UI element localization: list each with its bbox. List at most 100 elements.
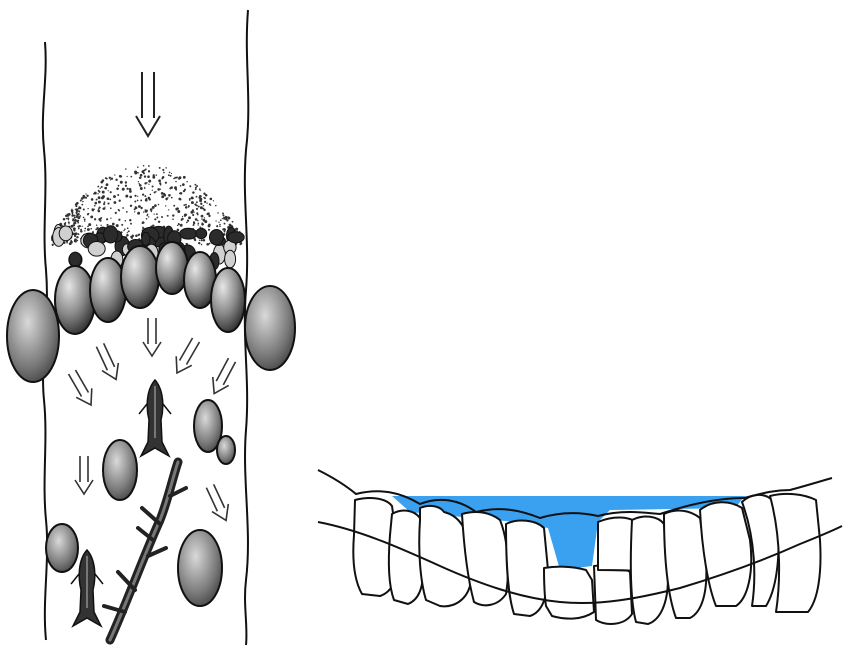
sand-grain bbox=[191, 201, 194, 204]
sand-grain bbox=[113, 201, 116, 204]
sand-grain bbox=[91, 198, 94, 201]
sand-grain bbox=[225, 217, 227, 219]
sand-grain bbox=[121, 224, 123, 226]
sand-grain bbox=[115, 179, 117, 181]
sand-grain bbox=[168, 209, 169, 210]
sand-grain bbox=[180, 224, 183, 227]
sand-grain bbox=[98, 210, 100, 212]
sand-grain bbox=[229, 225, 232, 228]
sand-grain bbox=[204, 217, 205, 218]
sand-grain bbox=[203, 219, 206, 222]
sand-grain bbox=[82, 226, 83, 227]
sand-grain bbox=[222, 218, 223, 219]
sand-grain bbox=[146, 210, 148, 212]
stone bbox=[121, 246, 159, 308]
sand-grain bbox=[73, 229, 75, 231]
sand-grain bbox=[145, 199, 147, 201]
sand-grain bbox=[163, 172, 165, 174]
sand-grain bbox=[226, 219, 228, 221]
sand-grain bbox=[172, 218, 174, 220]
sand-grain bbox=[77, 220, 79, 222]
sand-grain bbox=[201, 218, 202, 219]
sand-grain bbox=[167, 215, 169, 217]
sand-grain bbox=[179, 198, 181, 200]
sand-grain bbox=[199, 226, 201, 228]
sand-grain bbox=[80, 229, 82, 231]
sand-grain bbox=[73, 223, 74, 224]
sand-grain bbox=[73, 224, 75, 226]
sand-grain bbox=[134, 201, 136, 203]
flow-arrow-icon bbox=[202, 482, 234, 524]
gravel-pebble bbox=[210, 230, 224, 245]
sand-grain bbox=[140, 187, 143, 190]
sand-grain bbox=[100, 188, 101, 189]
sand-grain bbox=[112, 223, 115, 226]
sand-grain bbox=[131, 236, 133, 238]
sand-grain bbox=[125, 168, 127, 170]
sand-grain bbox=[146, 198, 148, 200]
sand-grain bbox=[125, 195, 128, 198]
sand-grain bbox=[123, 230, 124, 231]
sand-grain bbox=[204, 201, 206, 203]
sand-grain bbox=[63, 218, 66, 221]
sand-grain bbox=[177, 210, 180, 213]
sand-grain bbox=[159, 189, 160, 190]
sand-grain bbox=[218, 222, 219, 223]
sand-grain bbox=[180, 192, 183, 195]
gravel-pebble bbox=[228, 232, 244, 243]
sand-grain bbox=[154, 204, 157, 207]
sand-grain bbox=[87, 208, 88, 209]
sand-grain bbox=[74, 235, 76, 237]
gravel-pebble bbox=[104, 226, 118, 243]
sand-grain bbox=[81, 197, 84, 200]
sand-grain bbox=[104, 187, 107, 190]
sand-grain bbox=[135, 234, 138, 237]
sand-grain bbox=[147, 175, 150, 178]
flow-arrow-icon bbox=[75, 456, 93, 494]
sand-grain bbox=[162, 169, 164, 171]
sand-grain bbox=[104, 201, 106, 203]
sand-grain bbox=[108, 190, 109, 191]
sand-grain bbox=[197, 224, 198, 225]
sand-grain bbox=[77, 222, 79, 224]
sand-grain bbox=[193, 212, 194, 213]
sand-grain bbox=[152, 176, 155, 179]
sand-grain bbox=[118, 210, 120, 212]
sand-grain bbox=[200, 206, 203, 209]
stone-row bbox=[7, 242, 295, 382]
sand-grain bbox=[139, 234, 140, 235]
sand-grain bbox=[195, 187, 197, 189]
sand-grain bbox=[143, 211, 144, 212]
sand-grain bbox=[175, 181, 177, 183]
sand-grain bbox=[94, 205, 96, 207]
sand-grain bbox=[134, 171, 137, 174]
sand-grain bbox=[88, 213, 89, 214]
sand-grain bbox=[113, 195, 116, 198]
sand-grain bbox=[196, 185, 198, 187]
sand-grain bbox=[84, 230, 85, 231]
sand-grain bbox=[130, 223, 132, 225]
sand-grain bbox=[168, 174, 170, 176]
fish-icon bbox=[139, 380, 171, 456]
gravel-pebble bbox=[180, 228, 198, 239]
sand-grain bbox=[148, 184, 149, 185]
sand-grain bbox=[239, 243, 241, 245]
weir-stone bbox=[544, 567, 594, 619]
sand-grain bbox=[78, 210, 80, 212]
sand-grain bbox=[76, 214, 78, 216]
sand-grain bbox=[189, 198, 191, 200]
sand-grain bbox=[94, 218, 96, 220]
flow-arrow-icon bbox=[136, 72, 160, 136]
sand-grain bbox=[140, 174, 143, 177]
sand-grain bbox=[120, 176, 122, 178]
sand-grain bbox=[102, 207, 104, 209]
sand-grain bbox=[134, 195, 136, 197]
sand-grain bbox=[150, 194, 152, 196]
stone bbox=[156, 242, 188, 294]
sand-grain bbox=[87, 228, 90, 231]
sand-grain bbox=[199, 243, 201, 245]
sand-grain bbox=[174, 177, 176, 179]
sand-grain bbox=[235, 228, 237, 230]
sand-grain bbox=[66, 218, 68, 220]
sand-grain bbox=[188, 216, 191, 219]
